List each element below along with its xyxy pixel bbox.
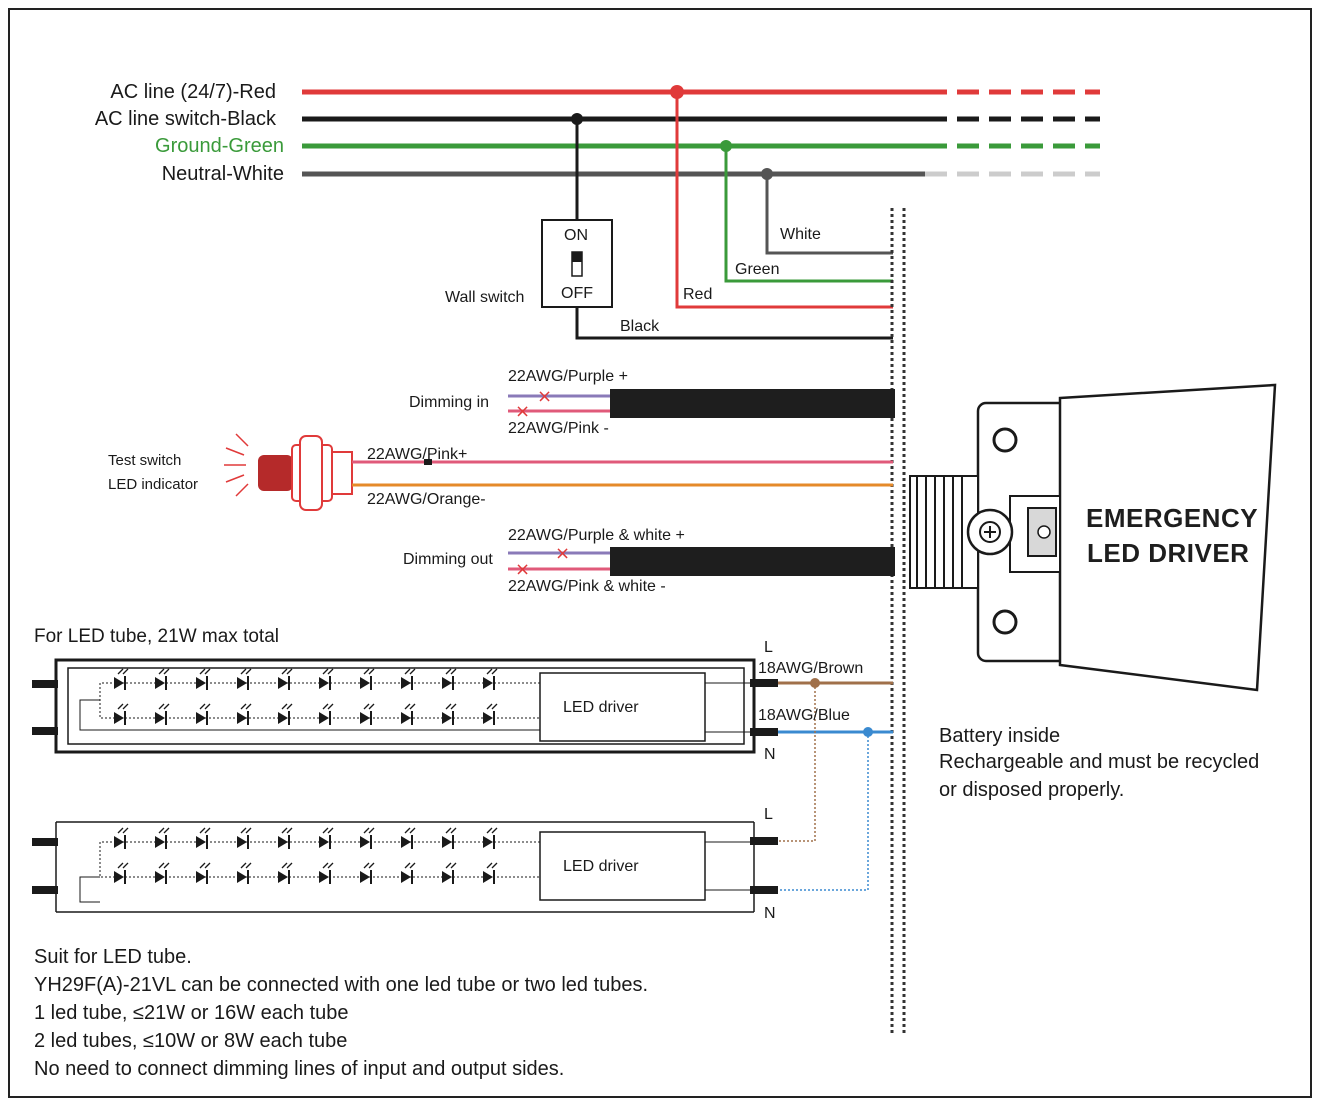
dimming-out-plus-label: 22AWG/Purple & white + (508, 527, 685, 544)
led-diode-icon (114, 862, 129, 884)
led-diode-icon (114, 827, 129, 849)
dimming-in-wires: × × (508, 386, 895, 422)
ac-black-label: AC line switch-Black (94, 108, 276, 130)
led-diode-icon (483, 703, 498, 725)
note-line: 1 led tube, ≤21W or 16W each tube (34, 1002, 349, 1024)
led-diode-icon (401, 862, 416, 884)
tube1-driver-label: LED driver (563, 699, 639, 716)
tube2-N-label: N (764, 905, 776, 922)
led-diode-icon (237, 703, 252, 725)
black-drop-bottom (575, 307, 893, 340)
led-diode-icon (360, 862, 375, 884)
switch-off-label: OFF (561, 285, 593, 302)
led-diode-icon (360, 703, 375, 725)
dimming-out-wires: × × (508, 543, 895, 580)
dimming-out-label: Dimming out (403, 551, 493, 568)
led-diode-icon (237, 668, 252, 690)
green-drop-wire (724, 146, 893, 283)
blue-wire-label: 18AWG/Blue (758, 707, 850, 724)
led-diode-icon (442, 703, 457, 725)
led-diode-icon (278, 827, 293, 849)
ac-green-label: Ground-Green (155, 135, 284, 157)
test-orange-label: 22AWG/Orange- (367, 491, 486, 508)
test-switch-label: Test switch (108, 452, 182, 469)
dimming-in-plus-label: 22AWG/Purple + (508, 368, 628, 385)
led-diode-icon (319, 862, 334, 884)
led-diode-icon (196, 862, 211, 884)
battery-line1: Battery inside (939, 725, 1061, 747)
led-diode-icon (196, 668, 211, 690)
green-wire-label: Green (735, 261, 780, 278)
dimming-in-minus-label: 22AWG/Pink - (508, 420, 609, 437)
led-diode-icon (360, 668, 375, 690)
led-diode-icon (483, 862, 498, 884)
led-diode-icon (319, 703, 334, 725)
tube2-driver-label: LED driver (563, 858, 639, 875)
led-diode-icon (442, 668, 457, 690)
white-drop-wire (765, 174, 893, 255)
ac-white-label: Neutral-White (161, 163, 284, 185)
note-line: YH29F(A)-21VL can be connected with one … (34, 974, 649, 996)
note-line: No need to connect dimming lines of inpu… (34, 1058, 565, 1080)
led-diode-icon (442, 827, 457, 849)
led-diode-icon (114, 668, 129, 690)
black-wire-label: Black (620, 318, 660, 335)
driver-title-line2: LED DRIVER (1087, 538, 1250, 568)
test-switch-device (224, 433, 893, 511)
switch-on-label: ON (564, 227, 588, 244)
led-diode-icon (278, 668, 293, 690)
led-diode-icon (360, 827, 375, 849)
note-line: Suit for LED tube. (34, 946, 192, 968)
svg-text:×: × (555, 543, 570, 564)
test-pink-label: 22AWG/Pink+ (367, 446, 468, 463)
tube-section-title: For LED tube, 21W max total (34, 626, 279, 647)
led-diode-icon (196, 703, 211, 725)
led-diode-icon (155, 703, 170, 725)
tube1-L-label: L (764, 639, 773, 656)
led-diode-icon (319, 827, 334, 849)
led-diode-icon (401, 827, 416, 849)
wall-switch (541, 219, 613, 308)
tube1-N-label: N (764, 746, 776, 763)
led-diode-icon (155, 668, 170, 690)
ac-red-label: AC line (24/7)-Red (110, 81, 276, 103)
led-diode-icon (278, 862, 293, 884)
dimming-in-label: Dimming in (409, 394, 490, 411)
tube2-L-label: L (764, 806, 773, 823)
tube-output-wires (778, 678, 893, 891)
led-diode-icon (196, 827, 211, 849)
battery-line3: or disposed properly. (939, 779, 1125, 801)
emergency-driver-box (909, 383, 1277, 692)
led-diode-icon (442, 862, 457, 884)
svg-text:×: × (515, 401, 530, 422)
notes-block: Suit for LED tube. YH29F(A)-21VL can be … (34, 943, 648, 1083)
led-diode-icon (278, 703, 293, 725)
red-drop-wire (675, 92, 893, 309)
led-tube-2 (32, 821, 778, 913)
led-diode-icon (401, 703, 416, 725)
svg-text:×: × (537, 386, 552, 407)
led-indicator-label: LED indicator (108, 476, 199, 493)
led-diode-icon (114, 703, 129, 725)
wall-switch-label: Wall switch (445, 289, 525, 306)
battery-line2: Rechargeable and must be recycled (939, 751, 1260, 773)
svg-text:×: × (515, 559, 530, 580)
white-wire-label: White (780, 226, 821, 243)
dimming-out-minus-label: 22AWG/Pink & white - (508, 578, 666, 595)
led-diode-icon (237, 827, 252, 849)
led-diode-icon (155, 862, 170, 884)
led-diode-icon (483, 827, 498, 849)
led-diode-icon (237, 862, 252, 884)
brown-wire-label: 18AWG/Brown (758, 660, 864, 677)
led-diode-icon (483, 668, 498, 690)
red-wire-label: Red (683, 286, 713, 303)
led-tube-1 (32, 658, 778, 754)
note-line: 2 led tubes, ≤10W or 8W each tube (34, 1030, 348, 1052)
driver-terminal-bus (890, 208, 906, 1035)
driver-title-line1: EMERGENCY (1086, 503, 1259, 533)
led-diode-icon (401, 668, 416, 690)
led-diode-icon (319, 668, 334, 690)
led-diode-icon (155, 827, 170, 849)
